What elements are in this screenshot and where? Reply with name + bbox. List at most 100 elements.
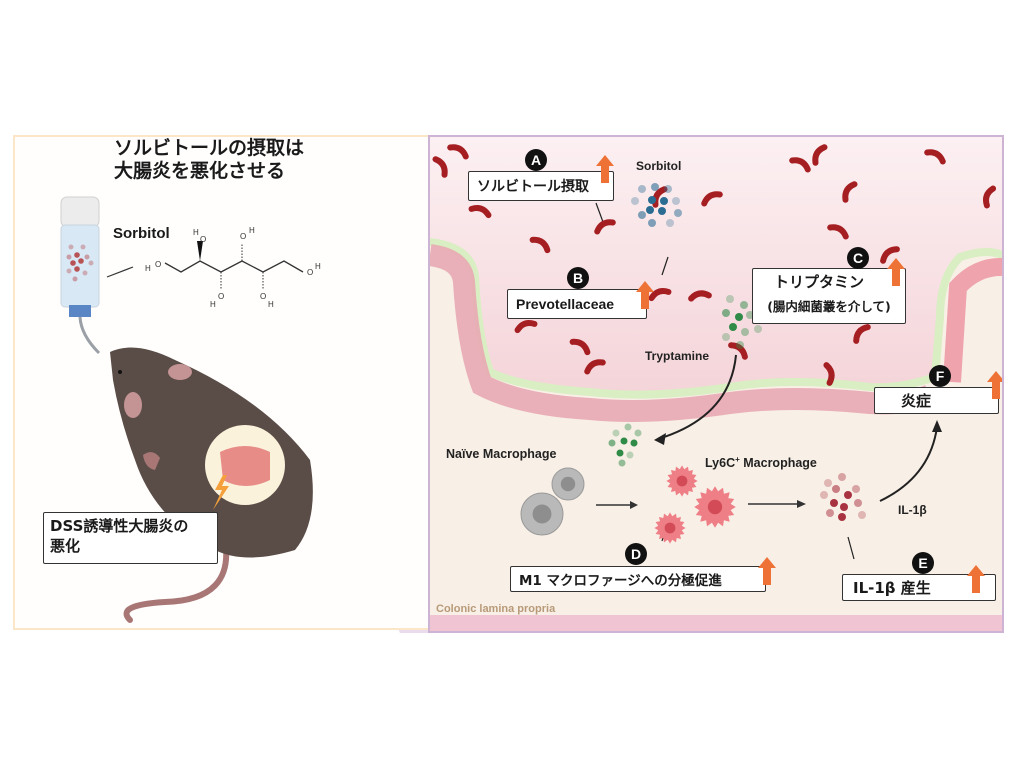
tryptamine-molecule-dot xyxy=(729,323,737,331)
step-a-text: ソルビトール摂取 xyxy=(477,179,589,195)
dss-box-line1: DSS誘導性大腸炎の xyxy=(50,517,189,535)
sorbitol-molecule-dot xyxy=(638,185,646,193)
il1b-molecule-dot xyxy=(838,513,846,521)
sorbitol-label-right: Sorbitol xyxy=(636,159,682,173)
bacterium-icon xyxy=(789,157,811,173)
il1b-molecule-dot xyxy=(840,503,848,511)
epithelium-layer xyxy=(430,244,935,422)
right-panel: Sorbitol Tryptamine Naïve Macrophage Ly6… xyxy=(428,135,1004,633)
step-f-badge: F xyxy=(929,365,951,387)
il1b-molecule-dot xyxy=(858,511,866,519)
colon-tissue-diagram xyxy=(430,137,1002,631)
m1-to-il1b-arrowhead xyxy=(797,500,806,508)
tryptamine-molecule-dot xyxy=(616,449,624,457)
step-e-badge: E xyxy=(912,552,934,574)
m1-macrophage-icon-nucleus xyxy=(664,522,676,534)
il1b-molecule-dot xyxy=(838,473,846,481)
ly6c-suffix: Macrophage xyxy=(739,456,817,471)
svg-text:O: O xyxy=(307,268,313,277)
il1b-label: IL-1β xyxy=(898,503,927,517)
tryptamine-molecule-dot xyxy=(735,313,743,321)
tryptamine-molecule-dot xyxy=(624,423,632,431)
svg-text:H: H xyxy=(210,300,216,309)
tryptamine-molecule-dot xyxy=(634,429,642,437)
step-d-increase-arrow-icon xyxy=(758,557,776,585)
sorbitol-molecule-dot xyxy=(660,197,668,205)
il1b-to-inflammation-arrow xyxy=(879,426,938,502)
tryptamine-molecule-dot xyxy=(618,459,626,467)
tryptamine-molecule-dot xyxy=(754,325,762,333)
il1b-molecule-dot xyxy=(852,485,860,493)
leader-line-b xyxy=(661,256,669,276)
tryptamine-arrow xyxy=(657,354,737,440)
leader-line-a xyxy=(595,202,604,223)
ly6c-superscript: + xyxy=(735,455,740,464)
svg-text:H: H xyxy=(193,228,199,237)
bacterium-icon xyxy=(827,224,849,240)
ly6c-macrophage-label: Ly6C+ Macrophage xyxy=(705,455,817,470)
bacterium-icon xyxy=(514,320,538,334)
step-d-text: M1 マクロファージへの分極促進 xyxy=(519,573,722,589)
water-bottle-icon xyxy=(60,196,101,355)
tryptamine-arrowhead xyxy=(654,433,666,445)
step-c-increase-arrow-icon xyxy=(887,258,905,286)
sorbitol-molecule-dot xyxy=(664,185,672,193)
bacterium-icon xyxy=(880,246,900,264)
sorbitol-molecule-dot xyxy=(666,219,674,227)
step-b-text: Prevotellaceae xyxy=(516,296,615,312)
dss-colitis-box: DSS誘導性大腸炎の 悪化 xyxy=(43,512,218,564)
main-title-line2: 大腸炎を悪化させる xyxy=(114,160,286,182)
ly6c-text: Ly6C xyxy=(705,456,736,471)
svg-text:O: O xyxy=(240,232,246,241)
svg-text:O: O xyxy=(200,235,206,244)
bacterium-icon xyxy=(701,191,723,207)
m1-macrophage-icon-nucleus xyxy=(707,499,723,515)
tryptamine-molecule-dot xyxy=(608,439,616,447)
tryptamine-label: Tryptamine xyxy=(645,349,710,363)
il1b-molecule-dot xyxy=(832,485,840,493)
bacterium-icon xyxy=(728,342,748,360)
step-f-increase-arrow-icon xyxy=(987,371,1002,399)
il1b-molecule-dot xyxy=(844,491,852,499)
bacterium-icon xyxy=(648,288,672,302)
step-e-increase-arrow-icon xyxy=(967,565,985,593)
naive-macrophage-label: Naïve Macrophage xyxy=(446,447,557,461)
muscle-layer xyxy=(430,615,1002,631)
sorbitol-molecule-dot xyxy=(648,219,656,227)
il1b-molecule-dot xyxy=(854,499,862,507)
main-title-line1: ソルビトールの摂取は xyxy=(114,137,305,159)
tryptamine-molecule-dot xyxy=(740,301,748,309)
il1b-molecule-dot xyxy=(830,499,838,507)
step-b-increase-arrow-icon xyxy=(636,281,654,309)
svg-text:H: H xyxy=(249,226,255,235)
sorbitol-molecule-dot xyxy=(672,197,680,205)
il1b-molecule-dot xyxy=(826,509,834,517)
tryptamine-molecule-dot xyxy=(736,341,744,349)
tryptamine-molecule-dot xyxy=(726,295,734,303)
step-e-box: IL-1β 産生 xyxy=(842,574,996,601)
sorbitol-molecule-dot xyxy=(646,206,654,214)
bacterium-icon xyxy=(853,324,871,344)
sorbitol-molecule-dot xyxy=(631,197,639,205)
step-d-box: M1 マクロファージへの分極促進 xyxy=(510,566,766,592)
epithelium-right xyxy=(943,257,1002,383)
mouse-illustration xyxy=(110,347,313,623)
step-f-text: 炎症 xyxy=(901,392,932,410)
region-label: Colonic lamina propria xyxy=(436,603,556,615)
sorbitol-molecule-dot xyxy=(651,183,659,191)
bacterium-icon xyxy=(594,219,616,235)
sorbitol-molecule-dot xyxy=(658,207,666,215)
step-b-badge: B xyxy=(567,267,589,289)
main-title: ソルビトールの摂取は 大腸炎を悪化させる xyxy=(114,137,304,183)
molecule-dots-group xyxy=(608,183,866,521)
sorbitol-label-left: Sorbitol xyxy=(113,225,170,242)
bacterium-icon xyxy=(569,338,591,356)
bacterium-icon xyxy=(812,144,828,166)
tryptamine-molecule-dot xyxy=(630,439,638,447)
bacterium-icon xyxy=(432,156,448,178)
il1b-molecule-dot xyxy=(820,491,828,499)
step-b-box: Prevotellaceae xyxy=(507,289,647,319)
tryptamine-molecule-dot xyxy=(722,309,730,317)
tryptamine-molecule-dot xyxy=(626,451,634,459)
